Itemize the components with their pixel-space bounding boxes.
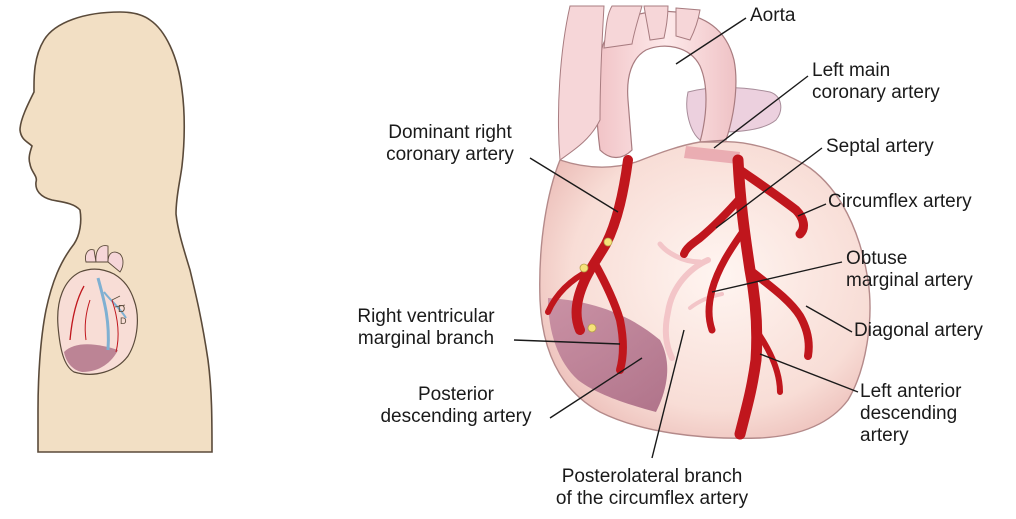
label-diagonal-artery: Diagonal artery xyxy=(854,320,983,342)
label-left-anterior-descending-artery: Left anterior descending artery xyxy=(860,381,961,447)
label-aorta: Aorta xyxy=(750,5,795,27)
heart-body xyxy=(540,142,870,439)
svg-text:D: D xyxy=(120,316,127,326)
label-posterolateral-branch: Posterolateral branch of the circumflex … xyxy=(534,466,770,510)
torso-silhouette: D D xyxy=(20,12,212,452)
label-septal-artery: Septal artery xyxy=(826,136,934,158)
label-posterior-descending-artery: Posterior descending artery xyxy=(356,384,556,428)
label-left-main-coronary-artery: Left main coronary artery xyxy=(812,60,940,104)
svg-text:D: D xyxy=(118,304,125,315)
label-right-ventricular-marginal-branch: Right ventricular marginal branch xyxy=(338,306,514,350)
label-dominant-right-coronary-artery: Dominant right coronary artery xyxy=(362,122,538,166)
body-outline xyxy=(20,12,212,452)
label-obtuse-marginal-artery: Obtuse marginal artery xyxy=(846,248,973,292)
label-circumflex-artery: Circumflex artery xyxy=(828,191,972,213)
